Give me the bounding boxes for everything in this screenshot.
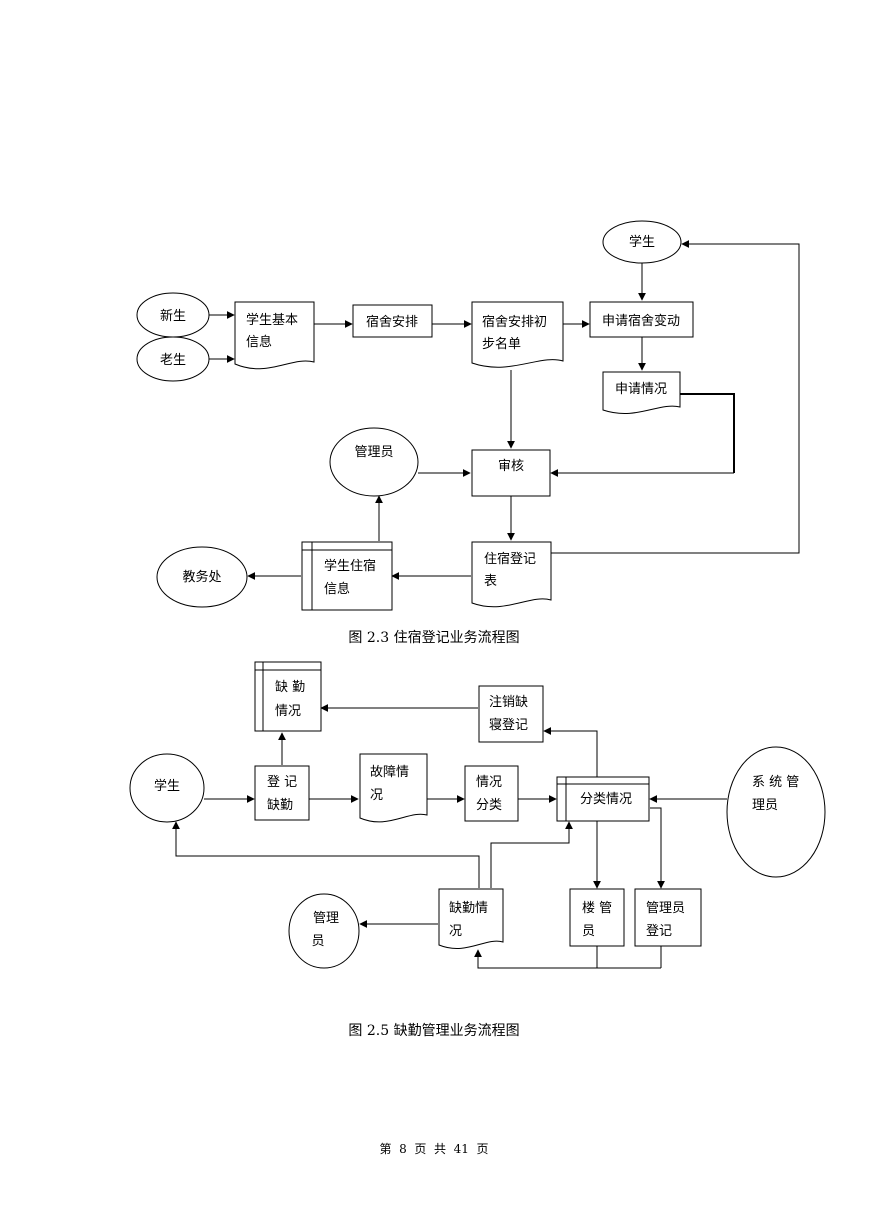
label-stay-info-line2: 信息 [324, 581, 350, 597]
fig1-connectors [209, 240, 800, 580]
node-absence-status-store: 缺 勤 情况 [254, 661, 322, 732]
figure1-caption: 图 2.3 住宿登记业务流程图 [348, 629, 519, 646]
label-student-top: 学生 [629, 234, 655, 250]
label-register-absence-line2: 缺勤 [267, 798, 293, 813]
label-admin-1: 管理员 [354, 445, 393, 460]
node-new-student: 新生 [136, 292, 210, 338]
node-academic-office: 教务处 [156, 546, 248, 608]
label-system-admin-line1: 系 统 管 [752, 775, 799, 790]
label-classify-line2: 分类 [476, 798, 502, 813]
node-register-absence: 登 记 缺勤 [254, 765, 310, 821]
label-new-student: 新生 [160, 308, 186, 324]
node-cancel-absence: 注销缺 寝登记 [478, 685, 544, 743]
edge-register-student [551, 240, 800, 554]
node-review: 审核 [471, 449, 551, 497]
node-student-stay-info: 学生住宿 信息 [301, 541, 393, 611]
label-register-absence-line1: 登 记 [267, 775, 297, 790]
label-absence-store-line2: 情况 [275, 704, 301, 719]
label-academic-office: 教务处 [182, 569, 221, 585]
node-admin-1: 管理员 [329, 427, 419, 497]
label-apply-status: 申请情况 [615, 382, 667, 397]
edge-classified-cancel [543, 727, 598, 778]
node-apply-dorm-change: 申请宿舍变动 [589, 301, 694, 338]
page-footer: 第 8 页 共 41 页 [379, 1142, 488, 1156]
figure-dormitory-registration: 学生 新生 老生 学生基本 信息 宿舍安排 宿舍安排初 步名单 [136, 220, 800, 646]
node-student-top: 学生 [602, 220, 682, 264]
node-student: 学生 [129, 753, 205, 823]
label-dorm-arrange: 宿舍安排 [366, 314, 418, 330]
label-system-admin-line2: 理员 [752, 798, 778, 813]
node-classified-status: 分类情况 [556, 776, 650, 822]
label-apply-dorm-change: 申请宿舍变动 [602, 313, 680, 329]
label-admin-2-line1: 管理 [313, 911, 339, 926]
node-apply-status: 申请情况 [602, 371, 681, 414]
node-dorm-prelist: 宿舍安排初 步名单 [471, 301, 564, 368]
label-old-student: 老生 [160, 353, 186, 368]
label-admin-register-line2: 登记 [646, 924, 672, 939]
label-absence-doc-line1: 缺勤情 [449, 901, 488, 916]
label-student: 学生 [154, 778, 180, 794]
label-stay-register-line1: 住宿登记 [484, 551, 536, 567]
edge-bottom-loop [478, 946, 662, 969]
edge-classified-adminreg [650, 807, 665, 889]
label-absence-store-line1: 缺 勤 [275, 680, 305, 695]
label-student-info-line1: 学生基本 [246, 312, 298, 328]
figure2-caption: 图 2.5 缺勤管理业务流程图 [348, 1023, 519, 1039]
label-dorm-prelist-line1: 宿舍安排初 [482, 314, 547, 330]
label-building-admin-line1: 楼 管 [582, 901, 612, 916]
label-review: 审核 [498, 459, 524, 474]
label-classify-line1: 情况 [476, 775, 502, 790]
edge-absencedoc-student [172, 821, 480, 888]
label-cancel-absence-line2: 寝登记 [489, 717, 528, 733]
node-admin-register: 管理员 登记 [634, 888, 702, 947]
fig2-connectors [172, 704, 727, 969]
figure-absence-management: 缺 勤 情况 注销缺 寝登记 学生 登 记 缺勤 故障情 况 [129, 661, 826, 1039]
label-admin-register-line1: 管理员 [646, 901, 685, 916]
label-classified-status: 分类情况 [580, 792, 632, 807]
label-fault-status-line2: 况 [370, 788, 383, 803]
node-fault-status: 故障情 况 [359, 753, 428, 823]
label-stay-register-line2: 表 [484, 574, 497, 589]
label-cancel-absence-line1: 注销缺 [489, 695, 528, 710]
label-stay-info-line1: 学生住宿 [324, 558, 376, 574]
edge-status-review-a [680, 393, 735, 473]
node-admin-2: 管理 员 [288, 893, 360, 969]
node-system-admin: 系 统 管 理员 [726, 746, 826, 878]
label-building-admin-line2: 员 [582, 924, 595, 939]
label-admin-2-line2: 员 [311, 934, 324, 949]
node-absence-doc: 缺勤情 况 [438, 888, 504, 949]
node-classify: 情况 分类 [464, 765, 519, 822]
label-dorm-prelist-line2: 步名单 [482, 336, 521, 352]
node-student-basic-info: 学生基本 信息 [234, 301, 315, 370]
label-student-info-line2: 信息 [246, 334, 272, 350]
node-old-student: 老生 [136, 336, 210, 382]
node-dorm-arrange: 宿舍安排 [352, 304, 433, 338]
label-absence-doc-line2: 况 [449, 924, 462, 939]
label-fault-status-line1: 故障情 [370, 765, 409, 780]
edge-absencedoc-classified [490, 821, 573, 888]
node-building-admin: 楼 管 员 [569, 888, 625, 947]
node-stay-register: 住宿登记 表 [471, 541, 552, 608]
